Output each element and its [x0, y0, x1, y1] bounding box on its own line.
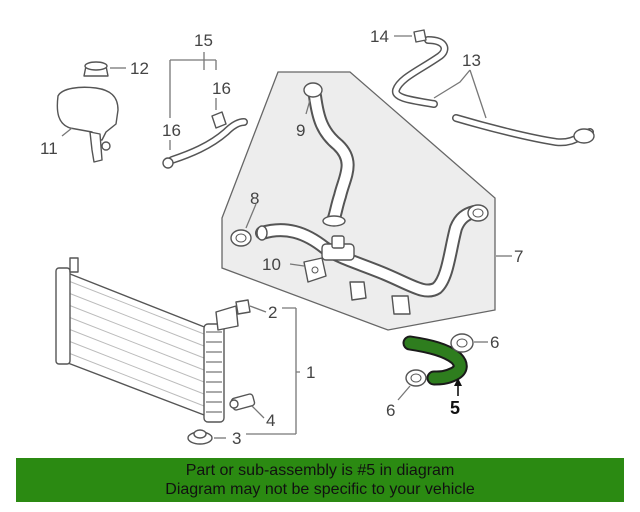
callout-15: 15 [194, 31, 213, 50]
callout-14: 14 [370, 27, 389, 46]
callout-11: 11 [40, 139, 58, 158]
brackets [349, 281, 411, 315]
callout-1: 1 [306, 363, 315, 382]
callout-9: 9 [296, 121, 305, 140]
callout-12: 12 [130, 59, 149, 78]
callout-6-lower: 6 [386, 401, 395, 420]
sensor-10 [303, 257, 327, 283]
clamp-7-top [467, 204, 489, 222]
part-4 [229, 393, 256, 411]
bypass-hose [255, 205, 481, 298]
coolant-reservoir [56, 86, 119, 163]
callout-7: 7 [514, 247, 523, 266]
arrow-5 [454, 378, 462, 396]
callout-10: 10 [262, 255, 281, 274]
callout-13: 13 [462, 51, 481, 70]
banner-line-1: Part or sub-assembly is #5 in diagram [185, 462, 455, 479]
clamp-8 [230, 229, 252, 247]
callout-16-right: 16 [212, 79, 231, 98]
clamp-6-lower [405, 369, 427, 387]
banner-line-2: Diagram may not be specific to your vehi… [165, 481, 475, 498]
part-2 [235, 299, 251, 315]
upper-radiator-hose [303, 82, 355, 227]
callout-8: 8 [250, 189, 259, 208]
callout-3: 3 [232, 429, 241, 448]
callout-4: 4 [266, 411, 275, 430]
parts-diagram: 15 12 16 16 11 14 13 9 8 10 7 2 1 4 3 6 … [40, 27, 595, 448]
part-5-highlight [402, 335, 468, 386]
info-banner: Part or sub-assembly is #5 in diagram Di… [16, 458, 624, 502]
callout-6-upper: 6 [490, 333, 499, 352]
engine-panel [221, 71, 496, 331]
callout-5: 5 [450, 398, 460, 418]
part-3 [187, 429, 213, 445]
reservoir-cap [83, 61, 109, 77]
radiator [55, 257, 239, 423]
overflow-hose [162, 111, 248, 169]
callout-2: 2 [268, 303, 277, 322]
leader-lines [61, 35, 512, 439]
coolant-tubes [391, 29, 595, 147]
callout-16-left: 16 [162, 121, 181, 140]
clamp-6-upper [450, 333, 474, 353]
